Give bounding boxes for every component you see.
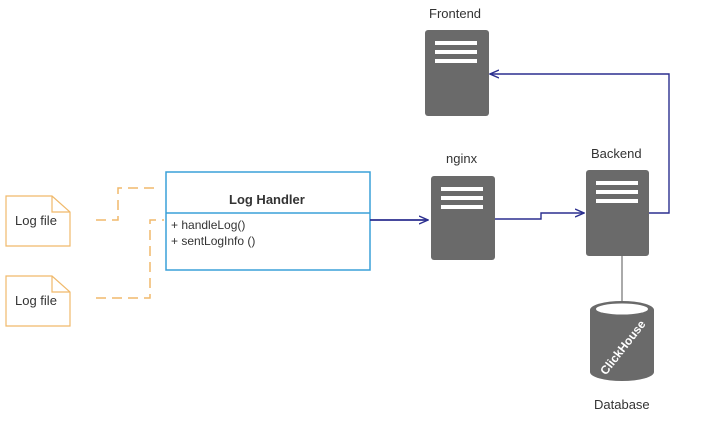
database-label: Database [594,397,650,412]
log-file-icon-1 [5,195,71,247]
log-file-icon-2 [5,275,71,327]
log-handler-box [165,171,371,271]
log-file-label-2: Log file [15,293,57,308]
backend-label: Backend [591,146,642,161]
log-handler-method-1: + handleLog() [171,218,246,232]
log-file-label-1: Log file [15,213,57,228]
nginx-label: nginx [446,151,478,166]
frontend-label: Frontend [429,6,482,21]
dashed-connector-1 [96,187,160,221]
frontend-server-icon [425,30,489,116]
log-handler-method-2: + sentLogInfo () [171,234,256,248]
nginx-server-icon [431,176,495,260]
database-cylinder-icon: ClickHouse [590,301,654,381]
log-handler-title: Log Handler [229,192,305,207]
backend-server-icon [586,170,649,256]
arrow-backend-to-frontend [490,74,670,214]
arrow-nginx-to-backend [495,213,584,220]
dashed-connector-2 [96,219,164,299]
